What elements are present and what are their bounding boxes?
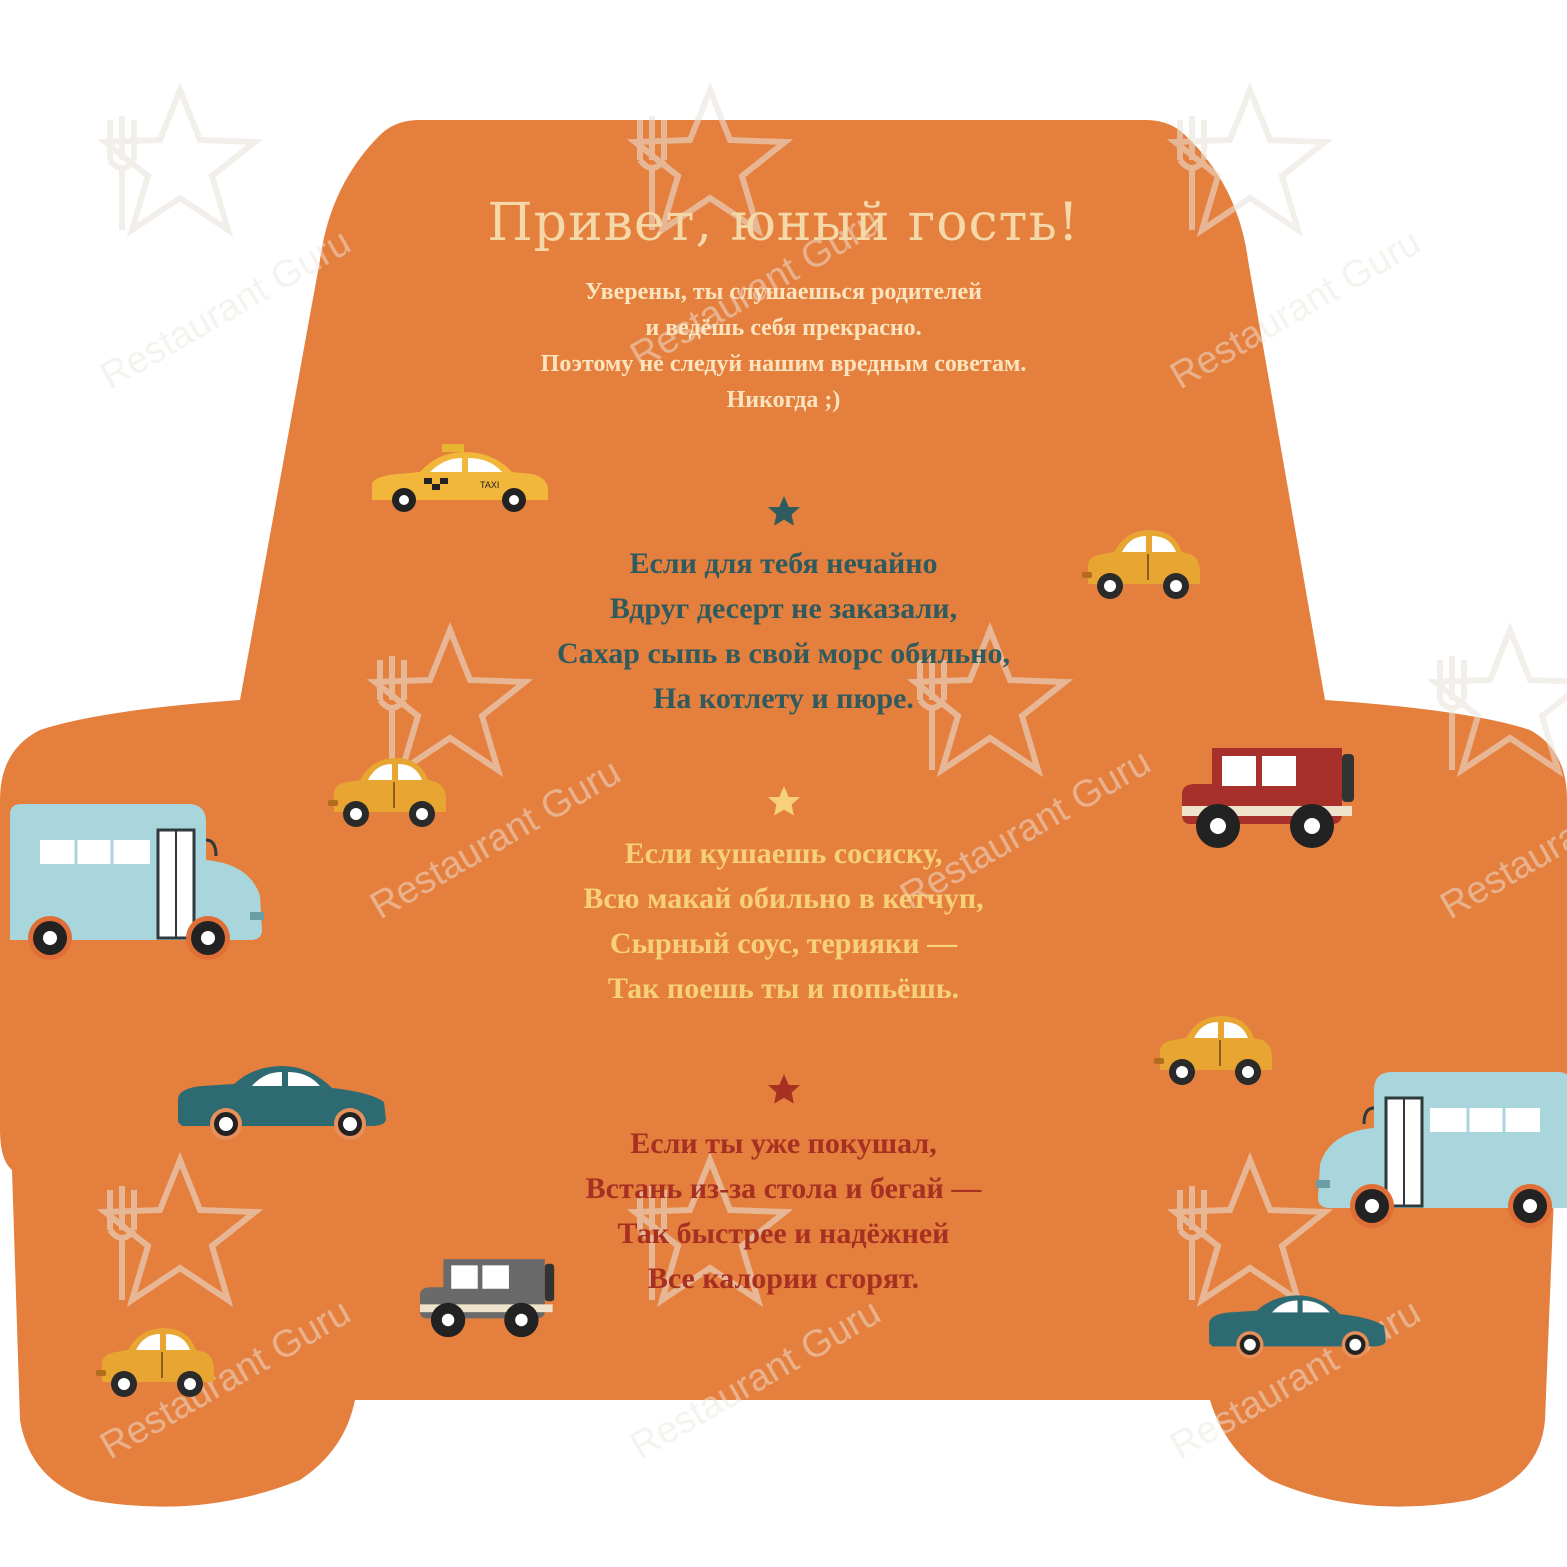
verse-line: Если для тебя нечайно [629,547,938,580]
taxi-car-icon: TAXI [372,444,548,512]
page-title: Привет, юный гость! [487,193,1080,253]
intro-line: Поэтому не следуй нашим вредным советам. [540,351,1027,377]
taxi-sign-text: TAXI [480,480,499,490]
star-icon [768,496,800,526]
verse-line: Так поешь ты и попьёшь. [607,972,960,1005]
verse-line: Вдруг десерт не заказали, [609,592,958,625]
verse-line: Если кушаешь сосиску, [624,837,943,870]
car-silhouette-background [0,120,1567,1507]
intro-line: и ведёшь себя прекрасно. [645,315,922,341]
verse-line: Встань из-за стола и бегай — [585,1172,982,1205]
intro-line: Никогда ;) [726,387,841,413]
verse-line: Так быстрее и надёжней [617,1217,950,1250]
intro-line: Уверены, ты слушаешься родителей [585,279,982,305]
verse-line: Все калории сгорят. [647,1262,920,1295]
star-icon [768,786,800,816]
verse-line: Сахар сыпь в свой морс обильно, [557,637,1010,670]
verse-line: Сырный соус, терияки — [609,927,958,960]
verse-line: Если ты уже покушал, [630,1127,937,1160]
verse-line: На котлету и пюре. [653,682,914,715]
star-icon [768,1074,800,1104]
verse-line: Всю макай обильно в кетчуп, [583,882,984,915]
